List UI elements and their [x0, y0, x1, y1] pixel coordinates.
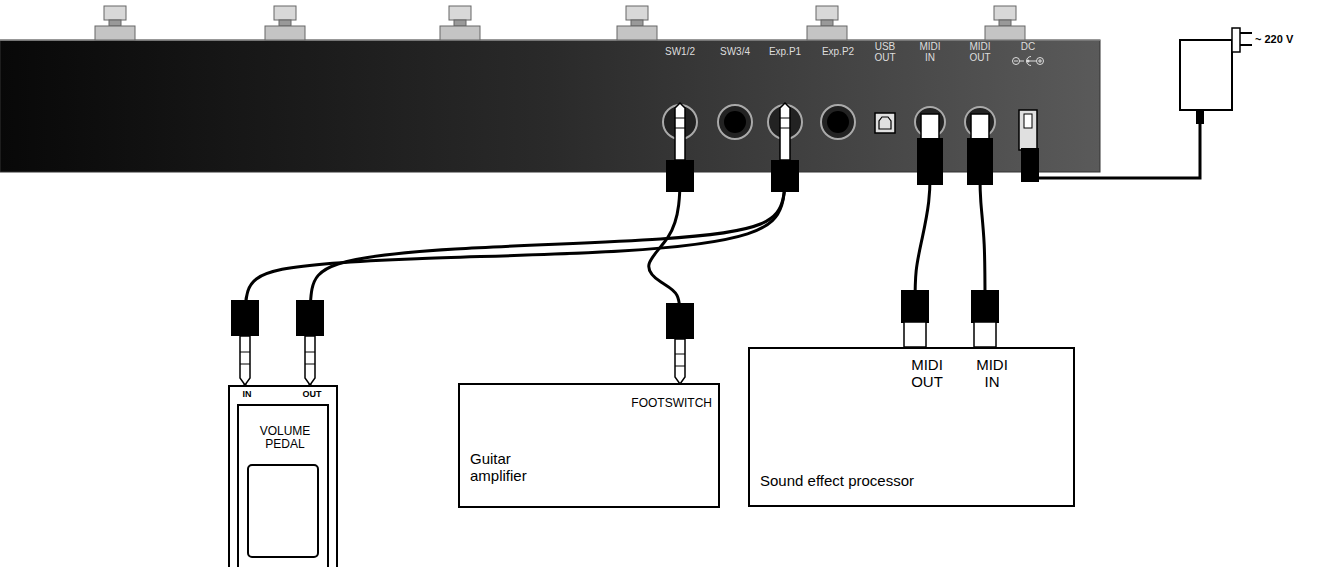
jack-label: IN	[243, 390, 252, 400]
pedal-treadle	[248, 465, 318, 557]
port-label: SW3/4	[720, 46, 750, 57]
adapter-prong	[1240, 32, 1252, 34]
jack-label: FOOTSWITCH	[631, 397, 712, 410]
pedal-frame	[238, 405, 328, 567]
footswitch-neck	[109, 20, 121, 26]
jack-plug	[675, 118, 685, 119]
voltage-label: ~ 220 V	[1255, 33, 1293, 45]
jack-plug	[675, 354, 685, 355]
jack-plug	[240, 352, 250, 353]
footswitch-neck	[999, 20, 1011, 26]
jack-plug	[675, 128, 685, 129]
port-label: MIDI IN	[976, 357, 1008, 390]
jack-hole	[827, 111, 849, 133]
footswitch-base	[440, 26, 480, 40]
polarity-symbol	[1014, 61, 1018, 62]
device-name: VOLUME PEDAL	[260, 425, 311, 451]
plug-body	[231, 300, 259, 336]
footswitch-neck	[279, 20, 291, 26]
cable	[310, 172, 785, 385]
midi-plug	[971, 114, 989, 140]
polarity-symbol	[1028, 61, 1037, 62]
polarity-symbol	[1013, 58, 1020, 65]
effect-processor: MIDI OUT MIDI IN Sound effect processor	[748, 347, 1075, 507]
footswitch-cap	[816, 6, 838, 20]
footswitch-base	[617, 26, 657, 40]
polarity-symbol	[1020, 61, 1025, 62]
plug-body	[296, 300, 324, 336]
dc-plug	[1021, 148, 1039, 182]
midi-plug	[921, 114, 939, 140]
polarity-symbol	[1040, 59, 1041, 63]
jack-plug	[305, 336, 315, 385]
power-adapter	[1180, 40, 1232, 110]
footswitch-cap	[274, 6, 296, 20]
footswitch-base	[95, 26, 135, 40]
pedal-drawing	[230, 387, 336, 567]
jack-socket	[821, 105, 855, 139]
footswitch-base	[985, 26, 1025, 40]
footswitch-cap	[104, 6, 126, 20]
adapter-prong	[1240, 44, 1252, 46]
footswitch-neck	[631, 20, 643, 26]
port-label: Exp.P2	[822, 46, 854, 57]
power-cord	[1039, 120, 1200, 178]
controller-edge	[0, 40, 1100, 41]
plug-body	[917, 138, 943, 185]
midi-plug	[904, 322, 926, 347]
dc-socket-pin	[1024, 114, 1032, 128]
plug-body	[666, 160, 694, 192]
footswitch-neck	[454, 20, 466, 26]
port-label: Exp.P1	[769, 46, 801, 57]
plug-body	[771, 160, 799, 192]
plug-body	[967, 138, 993, 185]
usb-socket	[875, 113, 895, 133]
port-label: MIDI OUT	[969, 41, 990, 63]
volume-pedal: IN OUT VOLUME PEDAL	[228, 385, 338, 567]
dc-socket	[1019, 110, 1037, 150]
jack-plug	[240, 336, 250, 385]
port-label: MIDI OUT	[911, 357, 943, 390]
plug-body	[901, 290, 929, 323]
jack-plug	[240, 364, 250, 365]
jack-plug	[780, 118, 790, 119]
port-label: SW1/2	[665, 46, 695, 57]
polarity-symbol	[1037, 58, 1044, 65]
jack-label: OUT	[303, 390, 322, 400]
adapter-plug	[1232, 28, 1240, 52]
port-label: MIDI IN	[919, 41, 940, 63]
jack-hole	[724, 111, 746, 133]
footswitch-base	[265, 26, 305, 40]
jack-plug	[675, 339, 685, 384]
cord-strain-relief	[1196, 110, 1204, 124]
device-name: Sound effect processor	[760, 473, 914, 490]
footswitch-base	[807, 26, 847, 40]
plug-body	[666, 303, 694, 339]
jack-plug	[780, 128, 790, 129]
device-name: Guitar amplifier	[470, 451, 527, 484]
jack-plug	[780, 103, 790, 160]
jack-plug	[305, 352, 315, 353]
jack-plug	[675, 103, 685, 160]
plug-body	[971, 290, 999, 323]
jack-plug	[305, 364, 315, 365]
footswitch-cap	[449, 6, 471, 20]
port-label: DC	[1021, 41, 1035, 52]
usb-socket-inner	[879, 117, 891, 129]
footswitch-cap	[626, 6, 648, 20]
jack-socket	[718, 105, 752, 139]
guitar-amplifier: FOOTSWITCH Guitar amplifier	[458, 383, 720, 508]
footswitch-neck	[821, 20, 833, 26]
footswitch-cap	[994, 6, 1016, 20]
jack-plug	[675, 366, 685, 367]
midi-plug	[974, 322, 996, 347]
port-label: USB OUT	[874, 41, 895, 63]
cable	[245, 172, 785, 385]
foot-controller: SW1/2 SW3/4 Exp.P1 Exp.P2 USB OUT MIDI IN MIDI…	[0, 40, 1100, 172]
